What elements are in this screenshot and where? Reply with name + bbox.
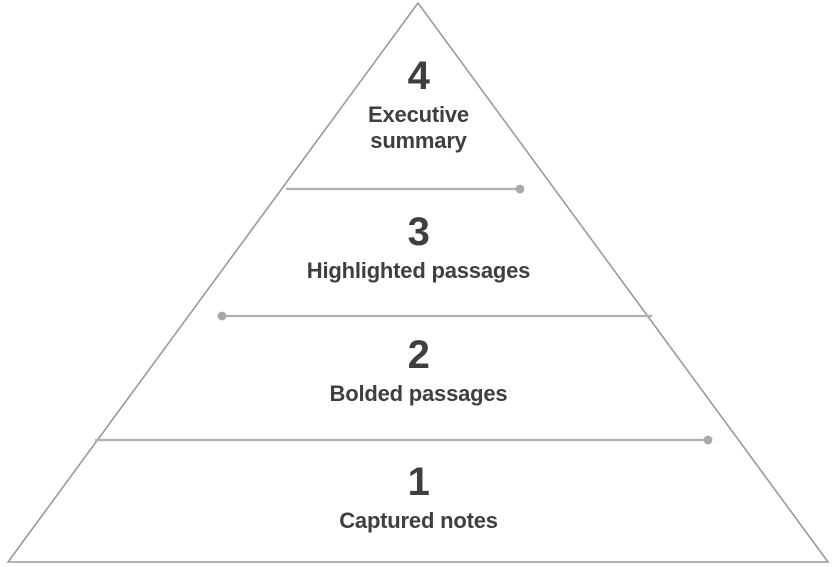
pyramid-outline [6,1,830,563]
tier-divider-dot-4 [515,184,525,194]
tier-divider-2 [95,435,713,445]
tier-divider-4 [286,184,525,194]
tier-divider-dot-3 [217,311,227,321]
tier-divider-dot-2 [703,435,713,445]
tier-divider-3 [217,311,652,321]
